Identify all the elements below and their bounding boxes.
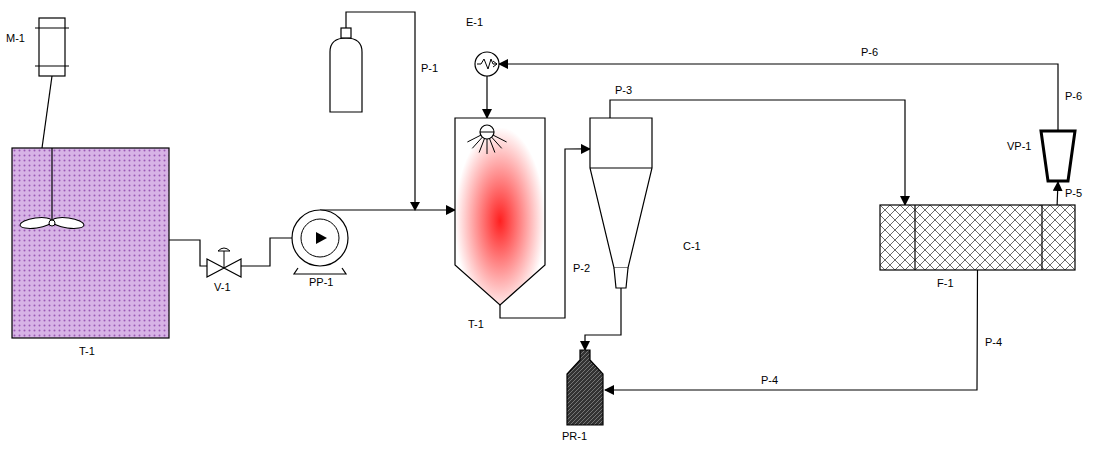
equipment-tag: VP-1 bbox=[1006, 140, 1032, 153]
filter-unit: F-1 bbox=[880, 205, 1075, 270]
equipment-tag: E-1 bbox=[465, 16, 484, 29]
equipment-tag: V-1 bbox=[213, 281, 232, 294]
line-number: P-4 bbox=[760, 374, 779, 387]
vacuum-pump: VP-1 bbox=[1040, 130, 1076, 182]
process-line bbox=[169, 240, 207, 266]
process-line bbox=[1056, 182, 1058, 205]
line-number: P-4 bbox=[984, 336, 1003, 349]
heater-symbol-outline bbox=[475, 52, 499, 76]
equipment-tag: F-1 bbox=[936, 277, 955, 290]
vacuum-pump-outline bbox=[1040, 130, 1076, 182]
pump-symbol: PP-1 bbox=[292, 210, 348, 266]
process-line bbox=[585, 288, 621, 350]
feed-tank: T-1 bbox=[12, 148, 169, 338]
process-line bbox=[241, 238, 292, 266]
process-line bbox=[610, 100, 905, 205]
drying-chamber: T-1 bbox=[455, 118, 545, 305]
equipment-tag: T-1 bbox=[467, 318, 485, 331]
line-number: P-5 bbox=[1064, 187, 1083, 200]
gas-line bbox=[346, 12, 415, 204]
equipment-tag: PP-1 bbox=[308, 276, 334, 289]
gas-cylinder bbox=[330, 28, 362, 112]
process-line bbox=[486, 76, 487, 118]
equipment-tag: M-1 bbox=[5, 32, 26, 45]
line-number: P-1 bbox=[420, 62, 439, 75]
pump-symbol-outline bbox=[292, 210, 348, 266]
equipment-tag: C-1 bbox=[682, 240, 702, 253]
drying-chamber-outline bbox=[455, 118, 545, 305]
process-line bbox=[499, 64, 1058, 130]
process-line bbox=[320, 209, 455, 210]
product-receiver-outline bbox=[565, 350, 605, 425]
line-number: P-6 bbox=[860, 46, 879, 59]
process-line bbox=[42, 76, 52, 148]
valve-symbol: V-1 bbox=[207, 255, 241, 277]
line-number: P-3 bbox=[614, 84, 633, 97]
cyclone-separator-outline bbox=[590, 118, 652, 288]
line-number: P-6 bbox=[1064, 90, 1083, 103]
feed-tank-outline bbox=[12, 148, 169, 338]
valve-symbol-outline bbox=[207, 255, 241, 277]
line-number: P-2 bbox=[572, 262, 591, 275]
filter-unit-outline bbox=[880, 205, 1075, 270]
motor-mixer: M-1 bbox=[35, 18, 69, 76]
heater-symbol: E-1 bbox=[475, 52, 499, 76]
motor-mixer-outline bbox=[35, 18, 69, 76]
product-receiver: PR-1 bbox=[565, 350, 605, 425]
equipment-tag: PR-1 bbox=[561, 430, 588, 443]
cyclone-separator: C-1 bbox=[590, 118, 652, 288]
equipment-tag: T-1 bbox=[78, 345, 96, 358]
process-line bbox=[605, 270, 978, 390]
